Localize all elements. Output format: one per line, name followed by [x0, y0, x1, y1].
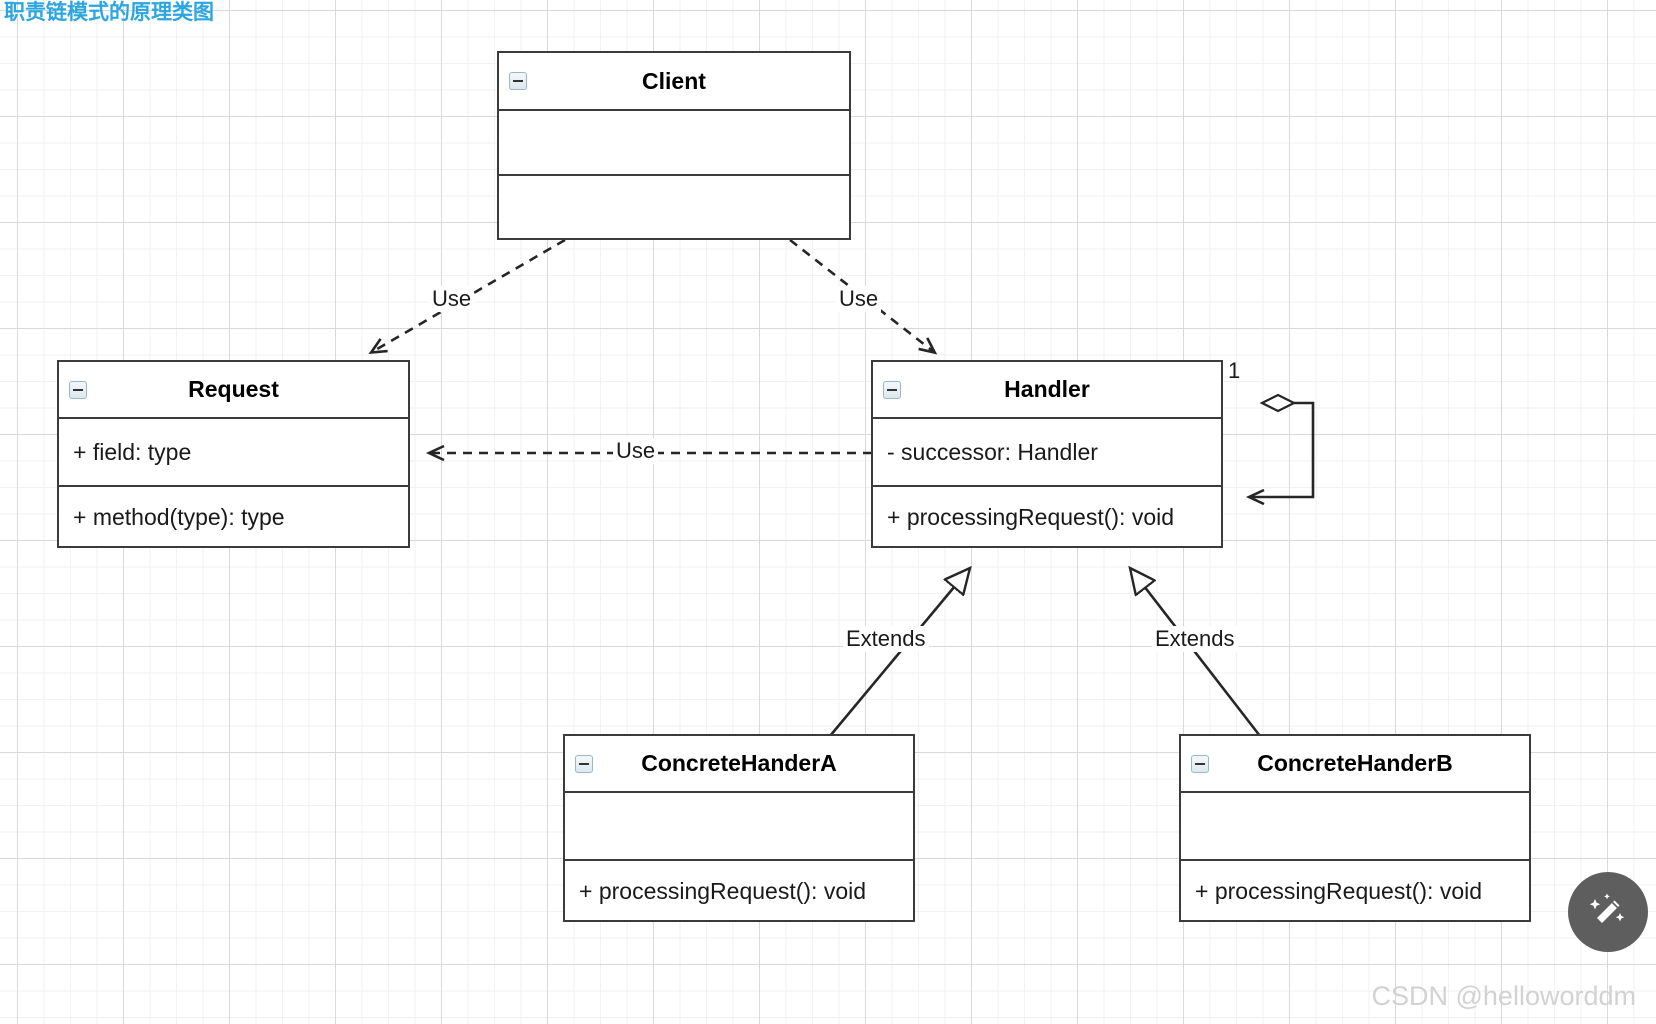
- class-operations-handler: + processingRequest(): void: [873, 485, 1221, 548]
- class-operations-client: [499, 174, 849, 238]
- minus-icon[interactable]: [883, 380, 901, 399]
- class-box-concretehanderb[interactable]: ConcreteHanderB + processingRequest(): v…: [1179, 734, 1531, 922]
- class-box-concretehandera[interactable]: ConcreteHanderA + processingRequest(): v…: [563, 734, 915, 922]
- attribute-text: - successor: Handler: [887, 438, 1098, 465]
- class-header-handler: Handler: [873, 362, 1221, 417]
- class-attributes-request: + field: type: [59, 417, 408, 485]
- minus-icon[interactable]: [69, 380, 87, 399]
- edge-label-handler-uses-request: Use: [613, 438, 659, 464]
- minus-icon[interactable]: [509, 72, 527, 90]
- operation-text: + processingRequest(): void: [1195, 878, 1483, 904]
- class-header-concretehandera: ConcreteHanderA: [565, 736, 913, 791]
- edge-label-concretea-extends: Extends: [843, 626, 929, 652]
- minus-icon[interactable]: [1191, 754, 1209, 773]
- class-box-request[interactable]: Request + field: type + method(type): ty…: [57, 360, 410, 548]
- edge-label-client-uses-handler: Use: [836, 286, 882, 312]
- attribute-text: + field: type: [73, 438, 192, 465]
- edge-concreteb-extends-handler: [1130, 568, 1262, 737]
- class-header-client: Client: [499, 53, 849, 109]
- edge-handler-self-aggregation: [1250, 403, 1315, 497]
- class-name-handler: Handler: [1004, 376, 1090, 402]
- class-box-client[interactable]: Client: [497, 51, 851, 240]
- class-attributes-concretehandera: [565, 791, 913, 859]
- class-attributes-concretehanderb: [1181, 791, 1529, 859]
- class-attributes-handler: - successor: Handler: [873, 417, 1221, 485]
- page-title: 职责链模式的原理类图: [4, 1, 214, 24]
- edge-concretea-extends-handler: [829, 568, 970, 737]
- class-name-client: Client: [642, 67, 706, 94]
- class-operations-request: + method(type): type: [59, 485, 408, 548]
- edge-label-concreteb-extends: Extends: [1152, 626, 1238, 652]
- class-name-concretehandera: ConcreteHanderA: [641, 750, 837, 776]
- class-operations-concretehandera: + processingRequest(): void: [565, 859, 913, 922]
- class-box-handler[interactable]: Handler - successor: Handler + processin…: [871, 360, 1223, 548]
- operation-text: + processingRequest(): void: [579, 878, 867, 904]
- operation-text: + processingRequest(): void: [887, 504, 1175, 530]
- class-header-concretehanderb: ConcreteHanderB: [1181, 736, 1529, 791]
- class-attributes-client: [499, 109, 849, 174]
- magic-wand-button[interactable]: [1568, 872, 1648, 952]
- class-operations-concretehanderb: + processingRequest(): void: [1181, 859, 1529, 922]
- class-header-request: Request: [59, 362, 408, 417]
- edge-label-handler-multiplicity: 1: [1228, 358, 1241, 383]
- class-name-request: Request: [188, 376, 279, 402]
- operation-text: + method(type): type: [73, 504, 285, 530]
- magic-wand-icon: [1589, 893, 1625, 923]
- minus-icon[interactable]: [575, 754, 593, 773]
- edge-label-client-uses-request: Use: [429, 286, 475, 312]
- class-name-concretehanderb: ConcreteHanderB: [1257, 750, 1453, 776]
- watermark: CSDN @helloworddm: [1371, 981, 1637, 1011]
